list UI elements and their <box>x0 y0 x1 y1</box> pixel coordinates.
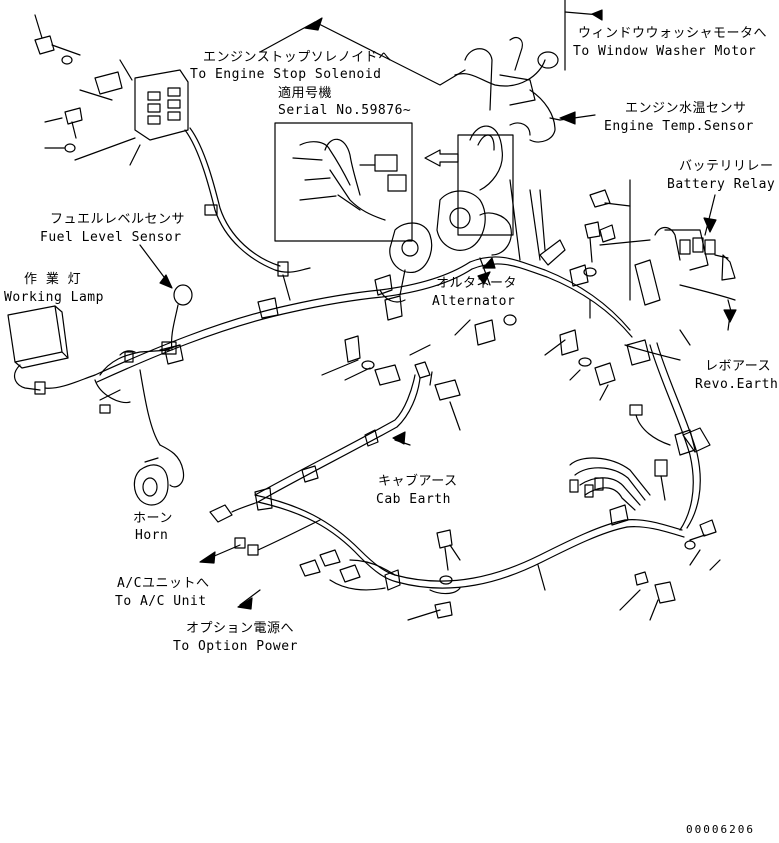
option-power-label-en: To Option Power <box>173 639 298 654</box>
engine-stop-label-ja: エンジンストップソレノイドへ <box>203 50 392 65</box>
alternator-label-en: Alternator <box>432 294 516 309</box>
left-components <box>7 284 193 506</box>
engine-area <box>379 36 566 303</box>
window-washer-label-en: To Window Washer Motor <box>573 44 757 59</box>
cab-earth-label-ja: キャブアース <box>378 474 458 489</box>
arrows <box>159 9 737 610</box>
working-lamp-label-ja: 作 業 灯 <box>24 272 82 287</box>
battery-relay-area <box>569 179 736 511</box>
serial-inset <box>274 122 459 242</box>
drawing-code: 00006206 <box>686 823 755 836</box>
window-washer-label-ja: ウィンドウウォッシャモータへ <box>578 26 768 41</box>
lower-connectors <box>209 429 717 619</box>
ac-unit-label-ja: A/Cユニットへ <box>117 576 210 591</box>
ac-unit-label-en: To A/C Unit <box>115 594 207 609</box>
fuse-box <box>34 14 311 301</box>
revo-earth-label-ja: レボアース <box>705 359 772 374</box>
battery-relay-label-ja: バッテリリレー <box>679 159 774 174</box>
middle-parts <box>164 264 696 456</box>
working-lamp-label-en: Working Lamp <box>4 290 104 305</box>
horn-label-ja: ホーン <box>133 511 173 526</box>
alternator-label-ja: オルタネータ <box>436 276 518 291</box>
leader-lines <box>139 0 731 621</box>
engine-temp-label-ja: エンジン水温センサ <box>625 101 747 116</box>
serial-label-en: Serial No.59876~ <box>278 103 412 118</box>
horn-label-en: Horn <box>135 528 169 543</box>
serial-label-ja: 適用号機 <box>278 86 333 101</box>
main-harness <box>94 256 701 589</box>
engine-temp-label-en: Engine Temp.Sensor <box>604 119 754 134</box>
fuel-level-label-en: Fuel Level Sensor <box>40 230 182 245</box>
cab-earth-label-en: Cab Earth <box>376 492 451 507</box>
revo-earth-label-en: Revo.Earth <box>695 377 779 392</box>
option-power-label-ja: オプション電源へ <box>186 621 295 636</box>
fuel-level-label-ja: フュエルレベルセンサ <box>50 212 186 227</box>
engine-stop-label-en: To Engine Stop Solenoid <box>190 67 382 82</box>
battery-relay-label-en: Battery Relay <box>667 177 776 192</box>
